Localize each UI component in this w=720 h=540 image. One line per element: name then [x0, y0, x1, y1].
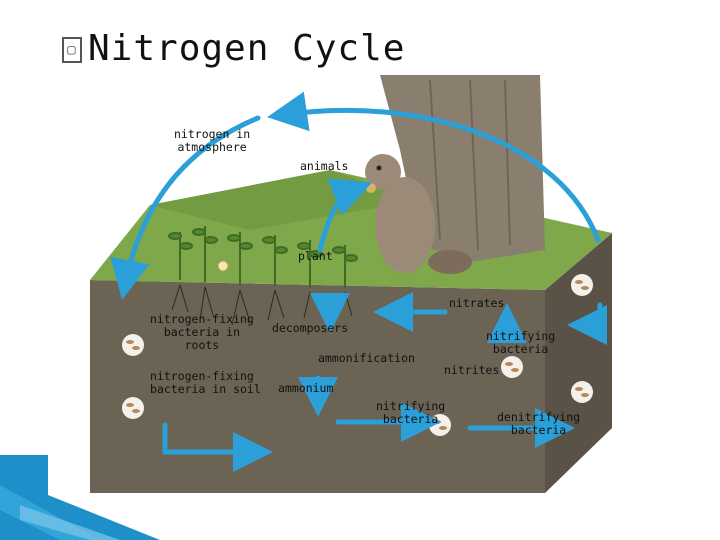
corner-decoration [0, 455, 160, 540]
animal-tail [428, 250, 472, 274]
arrow-denitrifying-up [567, 302, 607, 345]
label-nfix-soil: nitrogen-fixing bacteria in soil [150, 369, 261, 396]
animal-head [365, 154, 401, 190]
bacteria-icon [571, 274, 593, 296]
label-denitrifying: denitrifying bacteria [497, 410, 581, 437]
arrow-soil-to-ammonium [162, 422, 273, 472]
bacteria-icon [122, 334, 144, 356]
arrow-plant-to-animal [317, 178, 372, 253]
title-text: Nitrogen Cycle [88, 28, 406, 69]
cycle-arrows [110, 91, 607, 472]
arrow-atmosphere-to-left [110, 115, 261, 300]
bacteria-icon [501, 356, 523, 378]
label-ammonification: ammonification [318, 351, 415, 365]
slide-title: ▢Nitrogen Cycle [62, 28, 405, 69]
label-nitrifying-center: nitrifying bacteria [376, 399, 446, 426]
label-nitrites: nitrites [444, 363, 500, 377]
arrow-right-to-atmosphere [267, 91, 601, 243]
label-animals: animals [300, 159, 349, 173]
tree-bark-lines [429, 79, 511, 251]
animal-eye [376, 165, 382, 171]
label-nfix-roots: nitrogen-fixing bacteria in roots [150, 312, 254, 352]
animal-body [375, 177, 435, 273]
flower [217, 260, 229, 272]
label-ammonium: ammonium [278, 381, 334, 395]
label-nitrates: nitrates [449, 296, 505, 310]
label-nitrifying-right: nitrifying bacteria [486, 329, 556, 356]
label-plant: plant [298, 249, 333, 263]
bacteria-icon [122, 397, 144, 419]
plant-sprouts [168, 226, 358, 288]
plant-roots [171, 284, 353, 326]
label-atmosphere: nitrogen in atmosphere [174, 127, 251, 154]
title-bullet-icon: ▢ [62, 37, 82, 63]
animal-food [366, 183, 376, 193]
bacteria-icon [571, 381, 593, 403]
label-decomposers: decomposers [272, 321, 349, 335]
